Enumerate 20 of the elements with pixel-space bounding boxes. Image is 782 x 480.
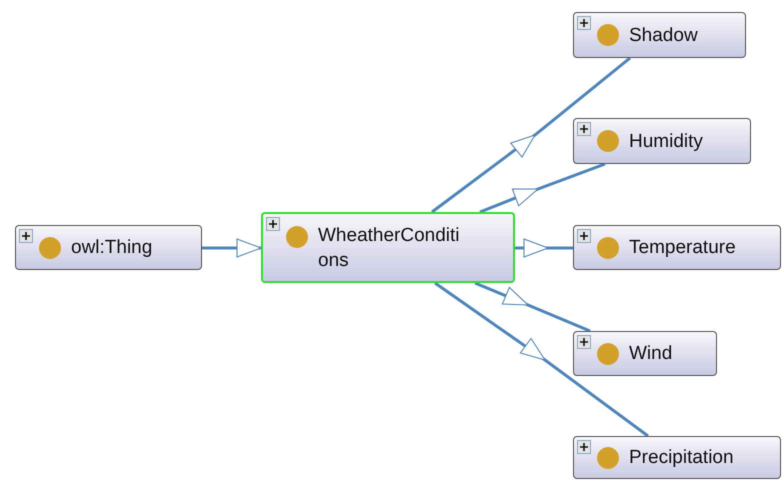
class-node — [261, 212, 515, 283]
class-node — [573, 331, 717, 376]
class-name: WheatherConditions — [318, 224, 461, 273]
subclass-arrow — [479, 162, 606, 214]
subclass-arrow — [474, 282, 591, 332]
class-node — [573, 436, 781, 479]
class-node — [573, 12, 746, 58]
subclass-arrow — [202, 238, 262, 258]
class-name: Temperature — [629, 236, 737, 260]
class-name: Wind — [629, 342, 674, 366]
class-node — [573, 225, 781, 270]
class-name: owl:Thing — [71, 236, 154, 260]
class-name: Humidity — [629, 130, 704, 154]
class-node — [573, 118, 751, 164]
subclass-arrow — [434, 282, 649, 438]
subclass-arrow — [515, 238, 573, 258]
subclass-arrow — [431, 56, 631, 214]
class-node — [15, 225, 202, 270]
class-name: Shadow — [629, 24, 699, 48]
class-name: Precipitation — [629, 446, 735, 470]
